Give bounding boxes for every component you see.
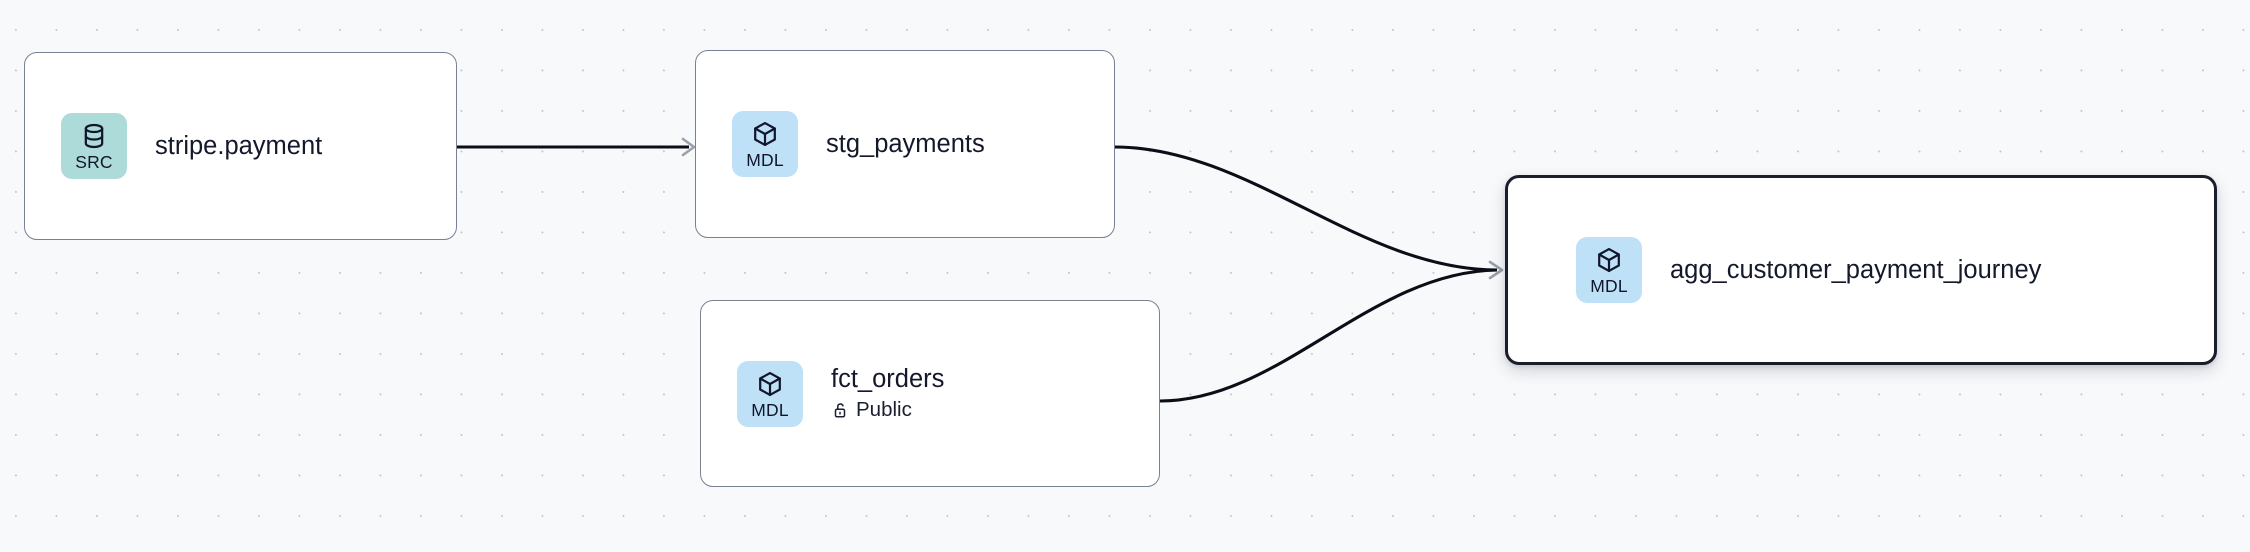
source-badge: SRC bbox=[61, 113, 127, 179]
model-badge-label: MDL bbox=[746, 150, 784, 171]
edge-stg-to-agg bbox=[1114, 145, 1498, 272]
node-body: stg_payments bbox=[826, 130, 985, 159]
node-stg-payments[interactable]: MDL stg_payments bbox=[695, 50, 1115, 238]
arrowhead-icon bbox=[1488, 260, 1504, 280]
node-title: agg_customer_payment_journey bbox=[1670, 255, 2042, 284]
node-stripe-payment[interactable]: SRC stripe.payment bbox=[24, 52, 457, 240]
edge-fct-to-agg bbox=[1159, 268, 1498, 403]
model-badge-label: MDL bbox=[1590, 276, 1628, 297]
unlock-icon bbox=[831, 401, 849, 419]
cube-icon bbox=[756, 370, 784, 398]
node-agg-customer-payment-journey[interactable]: MDL agg_customer_payment_journey bbox=[1505, 175, 2217, 365]
source-badge-label: SRC bbox=[75, 152, 113, 173]
visibility-status: Public bbox=[831, 398, 944, 422]
arrowhead-icon bbox=[681, 137, 696, 157]
model-badge: MDL bbox=[1576, 237, 1642, 303]
cube-icon bbox=[1595, 246, 1623, 274]
node-body: fct_orders Public bbox=[831, 365, 944, 421]
node-title: stripe.payment bbox=[155, 131, 323, 160]
node-body: stripe.payment bbox=[155, 132, 322, 161]
node-title: fct_orders bbox=[831, 365, 945, 394]
node-title: stg_payments bbox=[826, 129, 985, 158]
cube-icon bbox=[751, 120, 779, 148]
model-badge-label: MDL bbox=[751, 399, 789, 420]
database-icon bbox=[80, 122, 108, 150]
model-badge: MDL bbox=[732, 111, 798, 177]
node-fct-orders[interactable]: MDL fct_orders Public bbox=[700, 300, 1160, 487]
visibility-label: Public bbox=[856, 398, 912, 421]
model-badge: MDL bbox=[737, 360, 803, 427]
node-body: agg_customer_payment_journey bbox=[1670, 256, 2041, 285]
edge-stripe-to-stg bbox=[457, 137, 696, 157]
